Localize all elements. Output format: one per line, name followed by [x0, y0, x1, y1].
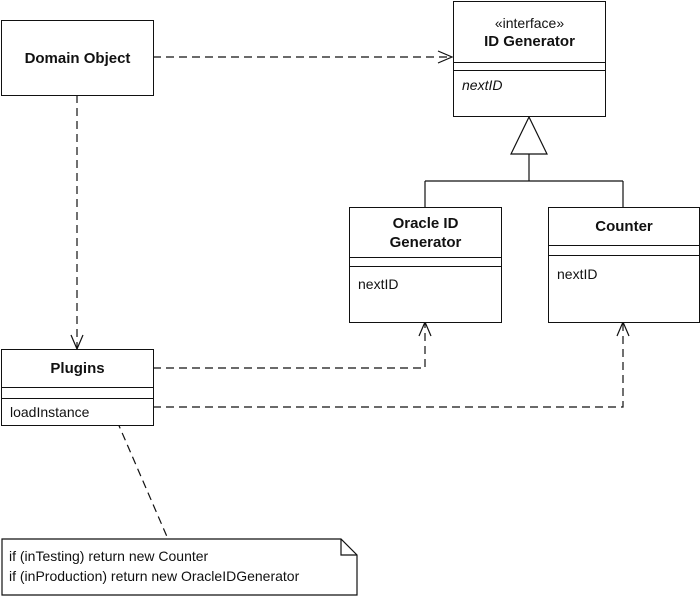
domain-object-name: Domain Object — [24, 49, 131, 67]
plugins-operation: loadInstance — [10, 404, 90, 420]
operations-section: loadInstance — [2, 398, 153, 420]
note-line-1: if (inTesting) return new Counter — [9, 548, 209, 564]
attributes-section — [549, 245, 699, 255]
arrowhead-idgen — [437, 50, 454, 64]
counter-name: Counter — [595, 218, 653, 235]
note-anchor-line — [116, 420, 169, 540]
id-generator-operation: nextID — [462, 77, 503, 93]
class-name: «interface» ID Generator — [454, 2, 605, 62]
oracle-name-line2: Generator — [389, 233, 462, 251]
operations-section: nextID — [549, 255, 699, 282]
attributes-section — [350, 257, 501, 266]
note-shape — [1, 538, 358, 596]
dependency-plugins-to-oracle — [153, 322, 426, 369]
attributes-section — [2, 387, 153, 398]
class-name: Counter — [549, 208, 699, 245]
operations-section: nextID — [454, 70, 605, 93]
oracle-operation: nextID — [358, 276, 399, 292]
generalization-triangle — [510, 115, 548, 155]
id-generator-name: ID Generator — [484, 33, 575, 50]
note-fold — [340, 539, 357, 556]
attributes-section — [454, 62, 605, 70]
interface-id-generator: «interface» ID Generator nextID — [453, 1, 606, 117]
class-name: Plugins — [2, 350, 153, 387]
interface-stereotype: «interface» — [494, 15, 565, 31]
counter-operation: nextID — [557, 266, 598, 282]
note: if (inTesting) return new Counter if (in… — [9, 546, 299, 586]
note-line-2: if (inProduction) return new OracleIDGen… — [9, 568, 300, 584]
class-plugins: Plugins loadInstance — [1, 349, 154, 426]
dependency-plugins-to-counter — [153, 322, 624, 408]
oracle-name-line1: Oracle ID — [392, 214, 459, 232]
plugins-name: Plugins — [50, 360, 105, 377]
class-name: Oracle ID Generator — [350, 208, 501, 257]
class-counter: Counter nextID — [548, 207, 700, 323]
class-domain-object: Domain Object — [1, 20, 154, 96]
operations-section: nextID — [350, 266, 501, 292]
class-name: Domain Object — [2, 21, 153, 95]
class-oracle-id-generator: Oracle ID Generator nextID — [349, 207, 502, 323]
